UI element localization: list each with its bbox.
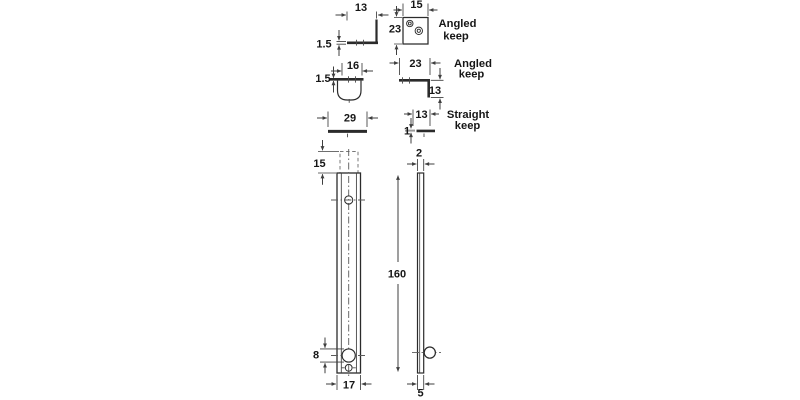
dim-bolt-thickness: 2 <box>416 148 422 160</box>
dim-bolt-slide-extension: 15 <box>313 158 325 170</box>
bolt-front-dims <box>318 140 372 390</box>
bolt-side-dims <box>396 159 435 390</box>
bolt-bottom-hole <box>344 363 353 372</box>
dim-keep-a-face-height: 23 <box>389 24 401 36</box>
angled-keep-b-loop <box>330 76 364 103</box>
dim-keep-a-thickness: 1.5 <box>316 39 331 51</box>
straight-keep-section <box>405 129 435 137</box>
dim-keep-a-flange-width: 13 <box>355 2 367 14</box>
angled-keep-b-profile-dims <box>389 58 444 110</box>
dim-straight-keep-thickness: 1 <box>404 126 410 138</box>
bolt-knob-front <box>341 348 356 363</box>
straight-keep-plate <box>328 129 367 138</box>
angled-keep-a-profile <box>347 19 378 46</box>
straight-keep-section-dims <box>404 109 439 144</box>
angled-keep-b-loop-dims <box>331 63 373 93</box>
straight-keep-plate-dims <box>317 111 378 127</box>
bolt-knob-side <box>423 346 436 359</box>
dim-bolt-knob-diameter: 8 <box>313 350 319 362</box>
screw-hole-top <box>406 19 414 28</box>
angled-keep-a-profile-dims <box>335 11 389 56</box>
dim-keep-b-plate-length: 23 <box>409 58 421 70</box>
angled-keep-a-face <box>402 16 429 45</box>
dim-bolt-width: 17 <box>343 380 355 392</box>
dim-bolt-depth: 5 <box>417 388 423 400</box>
dim-keep-a-face-width: 15 <box>410 0 422 11</box>
dim-bolt-length: 160 <box>388 269 406 281</box>
bolt-top-hole <box>344 195 354 205</box>
straight-keep-label-line1: Straight <box>447 109 490 121</box>
angled-keep-b-profile <box>399 77 430 98</box>
bolt-side-view <box>412 172 441 374</box>
straight-keep-label-line2: keep <box>455 120 481 132</box>
angled-keep-b-label-line2: keep <box>459 69 485 81</box>
angled-keep-a-label-line2: keep <box>443 31 469 43</box>
angled-keep-b-label-line1: Angled <box>454 58 492 70</box>
angled-keep-a-label-line1: Angled <box>439 18 477 30</box>
bolt-front-view <box>331 149 366 377</box>
dim-keep-b-loop-width: 16 <box>347 60 359 72</box>
dim-straight-keep-length: 13 <box>415 109 427 121</box>
dim-keep-b-thickness: 1.5 <box>315 73 330 85</box>
screw-hole-bottom <box>414 26 423 35</box>
dim-straight-keep-plate-length: 29 <box>344 113 356 125</box>
dim-keep-b-leg-height: 13 <box>429 85 441 97</box>
angled-keep-a-face-dims <box>393 3 438 55</box>
